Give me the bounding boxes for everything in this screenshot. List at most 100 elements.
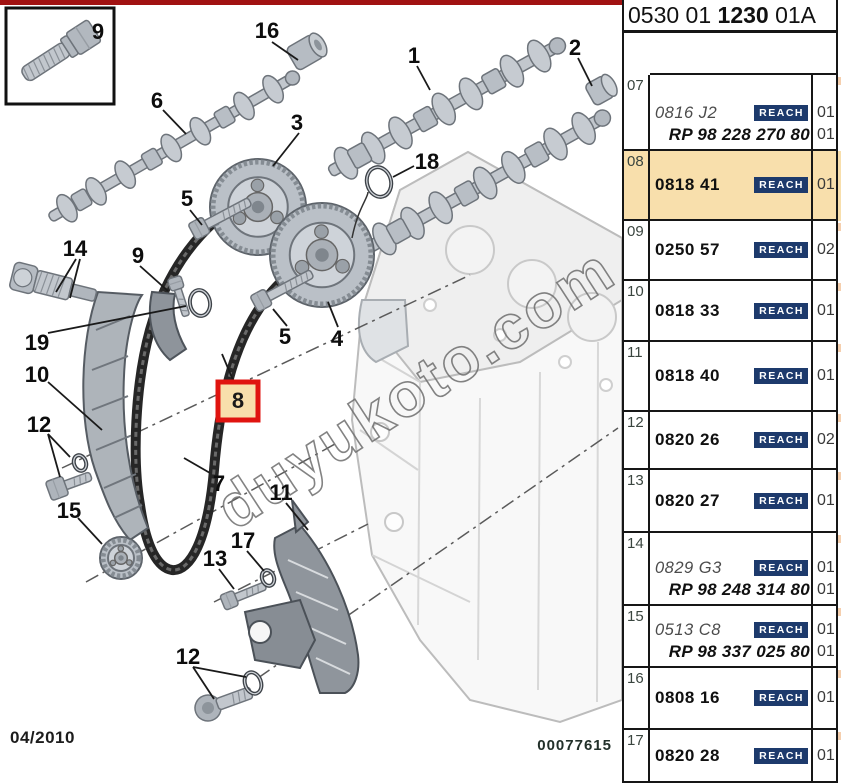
cropped-column-sliver [838,535,841,543]
part-number[interactable]: RP 98 337 025 80 [668,642,810,661]
callout-8-selected[interactable]: 8 [215,379,261,423]
callout-leader [69,258,81,299]
cropped-column-sliver [838,77,841,85]
callout-2: 2 [569,35,581,60]
row-number: 12 [624,412,650,468]
part-number[interactable]: RP 98 228 270 80 [668,125,810,144]
part-9-inset [4,6,116,106]
part-number[interactable]: 0820 26 [655,430,720,449]
document-number: 00077615 [537,737,612,754]
reach-badge[interactable]: REACH [754,747,808,764]
part-number[interactable]: 0816 J2 [655,103,718,122]
guide-bolt-9 [167,275,190,318]
bushing [286,32,328,71]
parts-row-08[interactable]: 08 0818 41 REACH 01 [624,151,836,221]
reach-badge[interactable]: REACH [754,302,808,319]
callout-leader [189,209,203,226]
reach-badge[interactable]: REACH [754,560,808,576]
quantity: 01 [817,301,835,319]
callout-1: 1 [408,43,420,68]
reach-badge[interactable]: REACH [754,368,808,384]
part-number[interactable]: 0250 57 [655,240,720,259]
callout-leader [246,550,265,572]
table-top-rule [650,73,836,75]
parts-row-11[interactable]: 11 0818 40 REACH 01 [624,342,836,412]
callout-16: 16 [255,18,279,43]
callout-17: 17 [231,528,255,553]
cropped-column-sliver [838,608,841,616]
cropped-column-sliver [838,732,841,740]
reach-badge[interactable]: REACH [754,177,808,193]
chain-guide-lower [243,499,360,694]
diagram-date: 04/2010 [10,728,75,747]
callout-19: 19 [25,330,49,355]
part-number[interactable]: 0820 28 [655,745,720,765]
camshaft-bolt-5b [250,269,314,312]
row-number: 13 [624,470,650,531]
cropped-column-sliver [838,670,841,678]
svg-text:8: 8 [232,388,244,413]
quantity: 01 [817,559,835,576]
part-number[interactable]: RP 98 248 314 80 [668,580,810,599]
callout-leader [416,65,431,91]
part-number[interactable]: 0829 G3 [655,558,722,577]
callout-leader [327,301,339,328]
chain-guide-small [148,290,188,362]
reach-badge[interactable]: REACH [754,622,808,638]
row-number: 11 [624,342,650,410]
table-right-border [836,0,838,783]
quantity: 01 [817,491,835,509]
callout-leader [77,517,103,545]
cropped-column-sliver [838,414,841,422]
part-number[interactable]: 0808 16 [655,688,720,707]
part-number[interactable]: 0818 33 [655,300,720,320]
camshaft-exhaust [48,70,301,223]
reach-badge[interactable]: REACH [754,690,808,706]
camshaft-intake-1 [327,37,567,180]
callout-9: 9 [92,19,104,44]
part-number[interactable]: 0820 27 [655,490,720,510]
row-number: 15 [624,606,650,666]
quantity: 01 [817,367,835,384]
row-number: 17 [624,730,650,781]
cropped-column-sliver [838,151,841,221]
seal-ring-18 [364,165,394,199]
callout-leader [47,433,71,458]
part-number[interactable]: 0818 40 [655,366,720,385]
cropped-column-sliver [838,472,841,480]
row-number: 08 [624,151,650,219]
quantity: 01 [817,176,835,193]
callout-leader [55,258,77,293]
quantity: 02 [817,241,835,258]
cropped-column-sliver [838,283,841,291]
bolt-12-upper [45,471,93,501]
callout-12: 12 [27,412,51,437]
crank-sprocket [99,536,143,580]
reach-badge[interactable]: REACH [754,492,808,509]
washer-12-upper [71,453,89,473]
callout-leader [272,132,300,167]
row-number: 07 [624,75,650,149]
quantity: 01 [817,643,835,660]
reach-badge[interactable]: REACH [754,242,808,258]
part-number[interactable]: 0513 C8 [655,620,721,639]
quantity: 01 [817,126,835,143]
callout-leader [47,381,103,431]
catalog-code-header: 0530 01 1230 01A [624,0,836,33]
reach-badge[interactable]: REACH [754,105,808,121]
callout-14: 14 [63,236,88,261]
row-number: 16 [624,668,650,728]
part-number[interactable]: 0818 41 [655,175,720,194]
reach-badge[interactable]: REACH [754,432,808,448]
washer-17 [259,568,277,588]
